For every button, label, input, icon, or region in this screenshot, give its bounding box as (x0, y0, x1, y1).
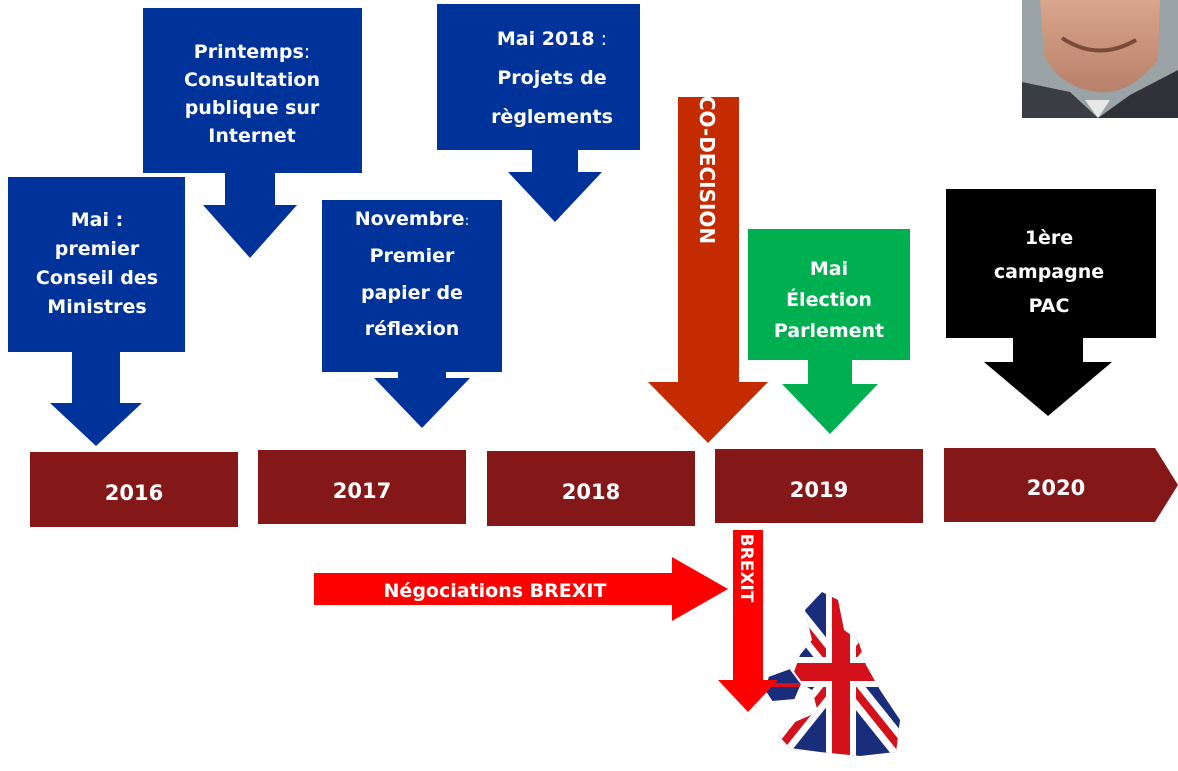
year-block-2017: 2017 (258, 450, 466, 524)
year-label-2018: 2018 (562, 480, 620, 504)
event-novembre-line2: Premier (370, 245, 455, 267)
event-mai-2016: Mai : premier Conseil des Ministres (8, 177, 185, 446)
event-printemps-line1: Printemps: (194, 41, 310, 63)
year-label-2020: 2020 (1027, 476, 1085, 500)
year-label-2019: 2019 (790, 478, 848, 502)
event-election-line2: Élection (786, 288, 872, 311)
year-block-2020: 2020 (944, 448, 1178, 522)
event-election-2019: Mai Élection Parlement (748, 229, 910, 434)
uk-flag-map (762, 592, 900, 756)
event-novembre-title: Novembre (355, 208, 465, 230)
event-novembre-2017: Novembre: Premier papier de réflexion (322, 200, 502, 428)
event-novembre-line3: papier de (361, 282, 463, 304)
year-label-2016: 2016 (105, 481, 163, 505)
event-printemps-line3: publique sur (185, 97, 320, 119)
event-printemps-line2: Consultation (184, 69, 320, 91)
event-mai-2018-colon: : (595, 28, 607, 50)
event-mai-2016-line3: Conseil des (36, 267, 158, 289)
event-printemps-title: Printemps (194, 41, 304, 63)
event-pac-2020: 1ère campagne PAC (946, 189, 1156, 416)
event-pac-line1: 1ère (1025, 227, 1073, 249)
event-printemps-2016: Printemps: Consultation publique sur Int… (143, 8, 362, 258)
event-mai-2016-line4: Ministres (47, 296, 146, 318)
event-mai-2016-line1: Mai : (71, 209, 123, 231)
event-election-line3: Parlement (774, 320, 884, 342)
codecision-label: CO-DECISION (695, 96, 719, 244)
event-mai-2018: Mai 2018 : Projets de règlements (437, 4, 640, 222)
year-block-2016: 2016 (30, 452, 238, 527)
event-pac-line3: PAC (1029, 295, 1070, 317)
timeline-bar: 2016 2017 2018 2019 2020 (30, 448, 1178, 527)
portrait-photo (1022, 0, 1178, 118)
event-mai-2018-title: Mai 2018 (497, 28, 595, 50)
year-block-2019: 2019 (715, 449, 923, 523)
year-label-2017: 2017 (333, 479, 391, 503)
brexit-arrow: BREXIT (718, 530, 778, 712)
event-novembre-line1: Novembre: (355, 208, 470, 230)
codecision-arrow: CO-DECISION (648, 96, 768, 443)
brexit-negotiations-label: Négociations BREXIT (384, 580, 607, 602)
event-novembre-line4: réflexion (365, 318, 460, 340)
event-mai-2018-line1: Mai 2018 : (497, 28, 607, 50)
year-block-2018: 2018 (487, 451, 695, 526)
event-novembre-colon: : (465, 213, 470, 229)
brexit-negotiations-arrow: Négociations BREXIT (314, 557, 728, 621)
event-printemps-line4: Internet (208, 125, 295, 147)
event-election-line1: Mai (810, 258, 848, 280)
brexit-label: BREXIT (736, 534, 756, 603)
event-pac-line2: campagne (994, 261, 1104, 283)
event-mai-2016-line2: premier (55, 238, 140, 260)
event-printemps-colon: : (304, 41, 310, 63)
event-mai-2018-line3: règlements (491, 106, 613, 128)
event-mai-2018-line2: Projets de (497, 67, 606, 89)
